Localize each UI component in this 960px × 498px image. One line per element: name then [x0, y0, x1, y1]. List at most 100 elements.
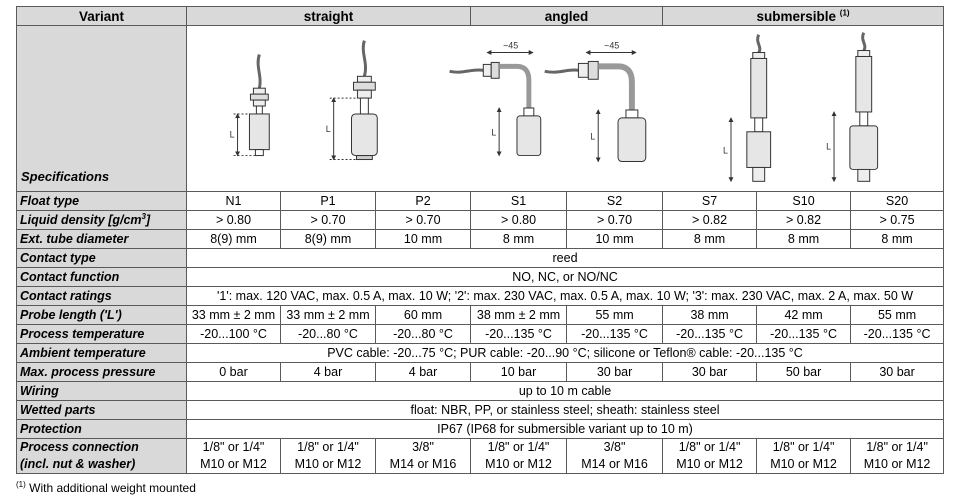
cell: 3/8"M14 or M16 [566, 438, 664, 474]
cell: float: NBR, PP, or stainless steel; shea… [185, 400, 945, 420]
cell: 1/8" or 1/4"M10 or M12 [850, 438, 945, 474]
cell: 33 mm ± 2 mm [280, 305, 376, 325]
svg-text:L: L [723, 146, 728, 156]
cell: 1/8" or 1/4"M10 or M12 [756, 438, 852, 474]
cell: 1/8" or 1/4"M10 or M12 [662, 438, 758, 474]
cell: 8 mm [850, 229, 945, 249]
cell: > 0.70 [374, 210, 472, 230]
row-label: Process temperature [16, 324, 187, 344]
row-wetted-parts: Wetted parts float: NBR, PP, or stainles… [16, 400, 945, 420]
cell: 8(9) mm [280, 229, 376, 249]
cell: S2 [566, 191, 664, 211]
cell: 1/8" or 1/4"M10 or M12 [470, 438, 568, 474]
row-float-type: Float type N1 P1 P2 S1 S2 S7 S10 S20 [16, 191, 945, 211]
cell: 4 bar [280, 362, 376, 382]
cell: 55 mm [566, 305, 664, 325]
cell: NO, NC, or NO/NC [185, 267, 945, 287]
svg-text:~45: ~45 [604, 41, 619, 51]
cell: 4 bar [374, 362, 472, 382]
cell: 8(9) mm [186, 229, 281, 249]
cell: 33 mm ± 2 mm [186, 305, 281, 325]
dim-label-angle: ~45 [503, 41, 518, 51]
cell: -20...135 °C [850, 324, 945, 344]
svg-text:L: L [590, 132, 595, 142]
cell: 38 mm [662, 305, 758, 325]
row-label: Float type [16, 191, 187, 211]
cell: 10 mm [374, 229, 472, 249]
cell: 1/8" or 1/4"M10 or M12 [280, 438, 376, 474]
cell: 1/8" or 1/4"M10 or M12 [186, 438, 281, 474]
svg-text:L: L [826, 142, 831, 152]
cell: > 0.80 [186, 210, 281, 230]
cell: S7 [662, 191, 758, 211]
cell: PVC cable: -20...75 °C; PUR cable: -20..… [185, 343, 945, 363]
spec-table: Variant straight angled submersible (1) … [16, 6, 945, 474]
cell: 3/8"M14 or M16 [374, 438, 472, 474]
cell: -20...135 °C [566, 324, 664, 344]
row-probe-length: Probe length ('L') 33 mm ± 2 mm 33 mm ± … [16, 305, 945, 325]
cell: -20...135 °C [470, 324, 568, 344]
row-label: Ambient temperature [16, 343, 187, 363]
cell: -20...135 °C [756, 324, 852, 344]
cell: P2 [374, 191, 472, 211]
cell: 0 bar [186, 362, 281, 382]
row-label: Probe length ('L') [16, 305, 187, 325]
cell: > 0.80 [470, 210, 568, 230]
header-straight: straight [185, 6, 472, 26]
drawings-row: Specifications [16, 25, 945, 192]
cell: 10 bar [470, 362, 568, 382]
row-label: Contact type [16, 248, 187, 268]
float-switch-drawings: L L [230, 32, 879, 183]
header-angled: angled [470, 6, 664, 26]
cell: N1 [186, 191, 281, 211]
cell: 10 mm [566, 229, 664, 249]
row-process-temp: Process temperature -20...100 °C -20...8… [16, 324, 945, 344]
cell: '1': max. 120 VAC, max. 0.5 A, max. 10 W… [185, 286, 945, 306]
header-submersible: submersible (1) [662, 6, 945, 26]
row-label: Process connection(incl. nut & washer) [16, 438, 187, 474]
cell: -20...135 °C [662, 324, 758, 344]
spec-table-container: Variant straight angled submersible (1) … [16, 6, 945, 474]
row-wiring: Wiring up to 10 m cable [16, 381, 945, 401]
footnote: (1) With additional weight mounted [16, 480, 196, 496]
row-ext-tube: Ext. tube diameter 8(9) mm 8(9) mm 10 mm… [16, 229, 945, 249]
cell: > 0.82 [662, 210, 758, 230]
cell: 8 mm [470, 229, 568, 249]
cell: > 0.70 [566, 210, 664, 230]
cell: > 0.75 [850, 210, 945, 230]
row-label: Protection [16, 419, 187, 439]
cell: 30 bar [566, 362, 664, 382]
cell: S10 [756, 191, 852, 211]
row-liquid-density: Liquid density [g/cm3] > 0.80 > 0.70 > 0… [16, 210, 945, 230]
cell: 60 mm [374, 305, 472, 325]
cell: P1 [280, 191, 376, 211]
header-variant: Variant [16, 6, 187, 26]
cell: 38 mm ± 2 mm [470, 305, 568, 325]
cell: 30 bar [662, 362, 758, 382]
row-label: Liquid density [g/cm3] [16, 210, 187, 230]
drawing-p1: L [326, 40, 378, 161]
specifications-label: Specifications [16, 25, 187, 192]
drawing-s20: L [826, 32, 879, 183]
cell: -20...80 °C [374, 324, 472, 344]
cell: IP67 (IP68 for submersible variant up to… [185, 419, 945, 439]
header-row: Variant straight angled submersible (1) [16, 6, 945, 26]
row-label: Contact ratings [16, 286, 187, 306]
footnote-marker: (1) [839, 8, 850, 17]
row-process-connection: Process connection(incl. nut & washer) 1… [16, 438, 945, 474]
row-contact-function: Contact function NO, NC, or NO/NC [16, 267, 945, 287]
cell: 8 mm [662, 229, 758, 249]
cell: reed [185, 248, 945, 268]
drawing-s1: ~45 L [449, 41, 542, 157]
cell: S20 [850, 191, 945, 211]
cell: -20...100 °C [186, 324, 281, 344]
cell: 55 mm [850, 305, 945, 325]
drawing-s10: L [723, 34, 772, 183]
svg-text:L: L [326, 124, 331, 134]
row-label: Wiring [16, 381, 187, 401]
row-label: Wetted parts [16, 400, 187, 420]
drawings-cell: L L [185, 25, 945, 192]
cell: 30 bar [850, 362, 945, 382]
row-label: Max. process pressure [16, 362, 187, 382]
cell: 50 bar [756, 362, 852, 382]
